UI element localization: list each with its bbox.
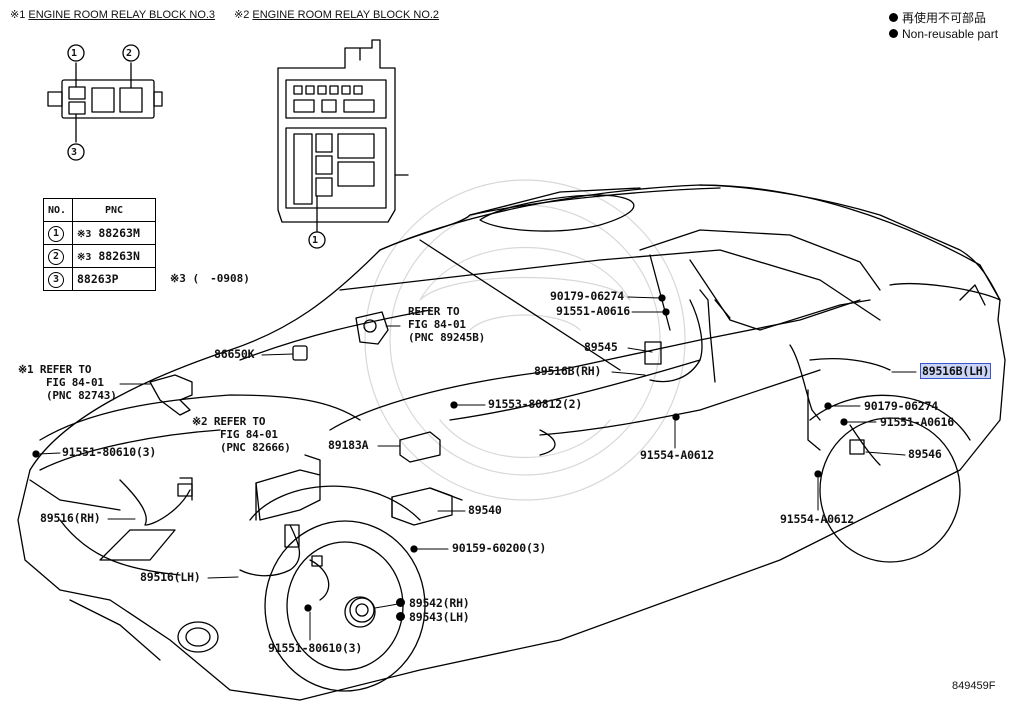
ref-line: FIG 84-01 bbox=[220, 428, 278, 441]
ref-82666: ※2 REFER TO FIG 84-01 (PNC 82666) bbox=[192, 415, 291, 454]
ref-mark: ※2 bbox=[192, 415, 208, 428]
sensor-harness-front-lh bbox=[239, 524, 330, 601]
front-wheel bbox=[249, 485, 426, 692]
part-89540: 89540 bbox=[468, 503, 502, 517]
relay-marker-1b: 1 bbox=[312, 235, 318, 246]
part-90179-06274-top: 90179-06274 bbox=[550, 289, 624, 303]
row-note: ※3 bbox=[77, 229, 92, 240]
ref-89245B: REFER TO FIG 84-01 (PNC 89245B) bbox=[408, 305, 485, 344]
col-pnc-header: PNC bbox=[72, 198, 156, 222]
pnc-table: NO. PNC 1 ※3 88263M 2 ※3 88263N 3 88263P bbox=[43, 198, 156, 291]
row-pnc: 88263M bbox=[98, 226, 140, 240]
car-body bbox=[17, 184, 1006, 701]
relay-block-no3-heading: ※1 ENGINE ROOM RELAY BLOCK NO.3 bbox=[10, 8, 215, 21]
part-90179-06274-right: 90179-06274 bbox=[864, 399, 938, 413]
part-91554-A0612-mid: 91554-A0612 bbox=[640, 448, 714, 462]
foglight bbox=[69, 599, 219, 661]
part-89516-RH: 89516(RH) bbox=[40, 511, 101, 525]
module-89540 bbox=[391, 487, 463, 526]
fasteners bbox=[32, 294, 848, 612]
relay-block-no2 bbox=[277, 39, 409, 249]
table-row: 2 ※3 88263N bbox=[43, 244, 156, 268]
ref-line: REFER TO bbox=[213, 415, 266, 428]
part-89546: 89546 bbox=[908, 447, 942, 461]
col-no-header: NO. bbox=[43, 198, 73, 222]
ref-line: FIG 84-01 bbox=[408, 318, 466, 331]
ref-line: (PNC 89245B) bbox=[408, 331, 486, 344]
part-89543-label: 89543(LH) bbox=[409, 610, 470, 624]
part-89516B-RH: 89516B(RH) bbox=[534, 364, 602, 378]
row-number: 3 bbox=[48, 271, 64, 288]
legend-line-en: Non-reusable part bbox=[889, 26, 998, 42]
row-pnc: 88263P bbox=[77, 272, 119, 286]
legend-line-jp: 再使用不可部品 bbox=[889, 10, 998, 26]
date-note: ※3 ( -0908) bbox=[170, 272, 250, 285]
block2-mark: ※2 bbox=[234, 9, 250, 21]
relay-block-no3 bbox=[47, 44, 163, 161]
relay-marker-2: 2 bbox=[126, 48, 132, 59]
part-91551-80610-left: 91551-80610(3) bbox=[62, 445, 157, 459]
part-89542-RH: 89542(RH) bbox=[396, 597, 470, 610]
rear-harness-rh bbox=[644, 289, 731, 383]
part-86650K: 86650K bbox=[214, 347, 255, 361]
part-89516B-LH: 89516B(LH) bbox=[920, 363, 992, 379]
part-91551-A0616-top: 91551-A0616 bbox=[556, 304, 630, 318]
table-header-row: NO. PNC bbox=[43, 198, 156, 222]
ref-line: (PNC 82743) bbox=[46, 389, 117, 402]
part-89183A: 89183A bbox=[328, 438, 369, 452]
row-number: 1 bbox=[48, 225, 64, 242]
ref-line: FIG 84-01 bbox=[46, 376, 104, 389]
part-90159-60200: 90159-60200(3) bbox=[452, 541, 547, 555]
module-89183A bbox=[399, 431, 441, 463]
part-89543-LH: 89543(LH) bbox=[396, 611, 470, 624]
part-91551-A0616-right: 91551-A0616 bbox=[880, 415, 954, 429]
part-91553-80812: 91553-80812(2) bbox=[488, 397, 583, 411]
legend: 再使用不可部品 Non-reusable part bbox=[889, 10, 998, 42]
relay-marker-1: 1 bbox=[71, 48, 77, 59]
block2-title: ENGINE ROOM RELAY BLOCK NO.2 bbox=[252, 9, 440, 21]
row-number: 2 bbox=[48, 248, 64, 265]
table-row: 3 88263P bbox=[43, 267, 156, 291]
yaw-sensor-bracket bbox=[255, 454, 321, 521]
ref-line: REFER TO bbox=[39, 363, 92, 376]
part-91554-A0612-right: 91554-A0612 bbox=[780, 512, 854, 526]
front-rotor-sensor bbox=[344, 596, 376, 628]
highlighted-part-label[interactable]: 89516B(LH) bbox=[920, 363, 992, 379]
relay-marker-3: 3 bbox=[71, 147, 77, 158]
figure-code: 849459F bbox=[952, 680, 996, 692]
part-89516-LH: 89516(LH) bbox=[140, 570, 201, 584]
legend-text-en: Non-reusable part bbox=[902, 27, 999, 41]
part-91551-80610-bottom: 91551-80610(3) bbox=[268, 641, 363, 655]
sensor-89245B bbox=[355, 311, 389, 345]
bullet-icon bbox=[889, 13, 898, 22]
legend-text-jp: 再使用不可部品 bbox=[902, 11, 987, 25]
block3-title: ENGINE ROOM RELAY BLOCK NO.3 bbox=[28, 9, 216, 21]
leader-lines bbox=[37, 296, 917, 641]
sensor-86650K bbox=[292, 345, 308, 361]
table-row: 1 ※3 88263M bbox=[43, 221, 156, 245]
non-reusable-dot-icon bbox=[396, 598, 405, 607]
row-note: ※3 bbox=[77, 252, 92, 263]
sensor-harness-front-rh bbox=[119, 477, 193, 526]
ref-82743: ※1 REFER TO FIG 84-01 (PNC 82743) bbox=[18, 363, 117, 402]
part-89542-label: 89542(RH) bbox=[409, 596, 470, 610]
row-pnc: 88263N bbox=[98, 249, 140, 263]
non-reusable-dot-icon bbox=[396, 612, 405, 621]
ref-line: (PNC 82666) bbox=[220, 441, 291, 454]
bullet-icon bbox=[889, 29, 898, 38]
relay-block-no2-heading: ※2 ENGINE ROOM RELAY BLOCK NO.2 bbox=[234, 8, 439, 21]
ref-line: REFER TO bbox=[408, 305, 460, 318]
block3-mark: ※1 bbox=[10, 9, 26, 21]
ref-mark: ※1 bbox=[18, 363, 34, 376]
bracket-82743 bbox=[149, 374, 193, 416]
rear-harness-lh bbox=[789, 344, 891, 466]
part-89545: 89545 bbox=[584, 340, 618, 354]
